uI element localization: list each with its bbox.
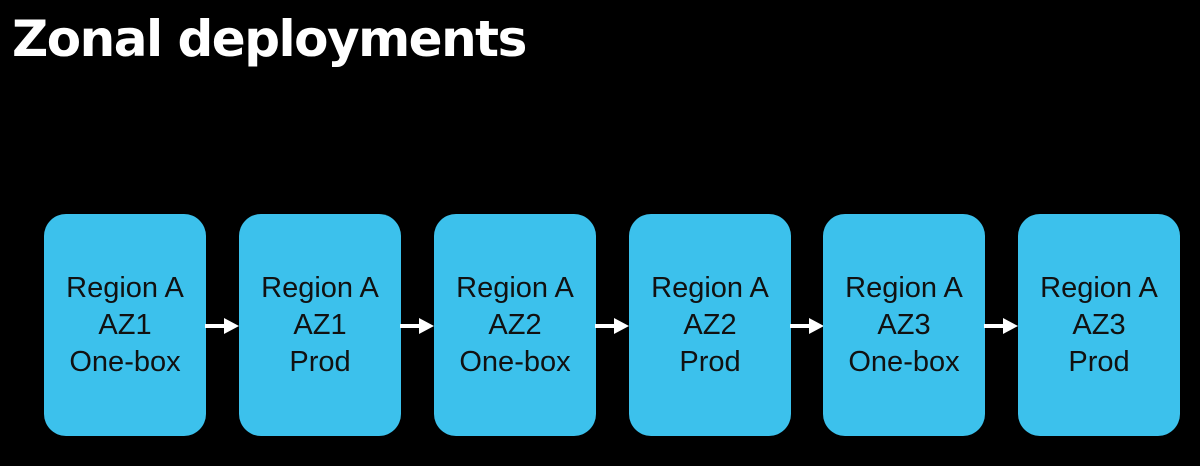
stage-region: Region A (261, 271, 379, 304)
stage-box-az2-prod: Region A AZ2 Prod (629, 214, 791, 436)
stage-zone: AZ3 (1072, 308, 1126, 341)
stage-region: Region A (66, 271, 184, 304)
stage-type: Prod (679, 345, 741, 378)
stage-zone: AZ2 (488, 308, 542, 341)
stage-zone: AZ3 (877, 308, 931, 341)
stage-type: One-box (848, 345, 960, 378)
arrow-right-icon (790, 318, 824, 334)
arrow-right-icon (205, 318, 239, 334)
stage-region: Region A (456, 271, 574, 304)
stage-type: Prod (289, 345, 351, 378)
stage-region: Region A (651, 271, 769, 304)
stage-zone: AZ1 (98, 308, 152, 341)
stage-type: One-box (69, 345, 181, 378)
stage-region: Region A (845, 271, 963, 304)
stage-box-az1-prod: Region A AZ1 Prod (239, 214, 401, 436)
stage-box-az3-one-box: Region A AZ3 One-box (823, 214, 985, 436)
stage-region: Region A (1040, 271, 1158, 304)
arrow-right-icon (595, 318, 629, 334)
arrow-right-icon (984, 318, 1018, 334)
stage-box-az3-prod: Region A AZ3 Prod (1018, 214, 1180, 436)
slide-title: Zonal deployments (12, 10, 527, 68)
stage-type: Prod (1068, 345, 1130, 378)
stage-type: One-box (459, 345, 571, 378)
stage-zone: AZ1 (293, 308, 347, 341)
stage-zone: AZ2 (683, 308, 737, 341)
stage-box-az1-one-box: Region A AZ1 One-box (44, 214, 206, 436)
arrow-right-icon (400, 318, 434, 334)
stage-box-az2-one-box: Region A AZ2 One-box (434, 214, 596, 436)
